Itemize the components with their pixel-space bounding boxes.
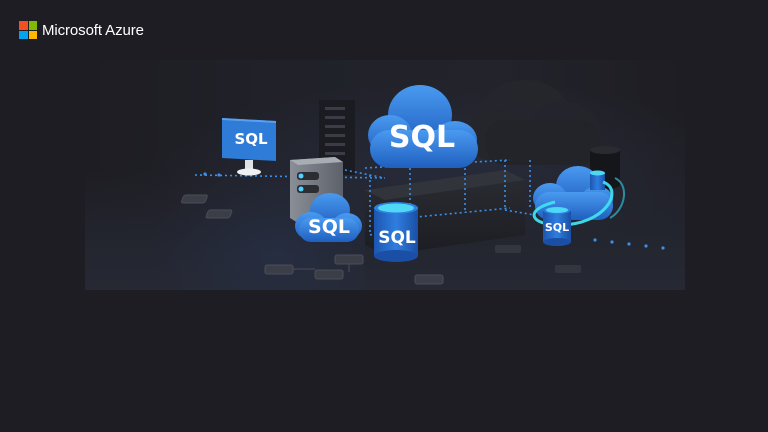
- main-cloud-sql-label: SQL: [388, 120, 456, 155]
- scene-graphics: [181, 80, 665, 285]
- sql-monitor: [222, 118, 276, 176]
- small-sql-cloud: [295, 193, 362, 242]
- managed-db-sql-label: SQL: [544, 221, 570, 234]
- main-sql-cloud: [368, 85, 478, 168]
- floor-flowchart-left: [181, 194, 444, 285]
- database-sql-label: SQL: [378, 228, 416, 248]
- microsoft-logo-icon: [19, 21, 37, 39]
- background-cloud-silhouette: [465, 80, 600, 165]
- sql-database-cylinder: [374, 202, 418, 262]
- floor-dots: [203, 172, 665, 250]
- azure-sql-hero-illustration: SQL SQL SQL SQL SQL: [85, 60, 685, 290]
- monitor-sql-label: SQL: [234, 130, 268, 148]
- brand-name: Microsoft Azure: [42, 21, 144, 39]
- floor-flowchart-right: [495, 245, 581, 273]
- managed-instance-cluster: [532, 146, 625, 246]
- microsoft-azure-brand: Microsoft Azure: [19, 21, 144, 39]
- small-cloud-sql-label: SQL: [308, 216, 350, 238]
